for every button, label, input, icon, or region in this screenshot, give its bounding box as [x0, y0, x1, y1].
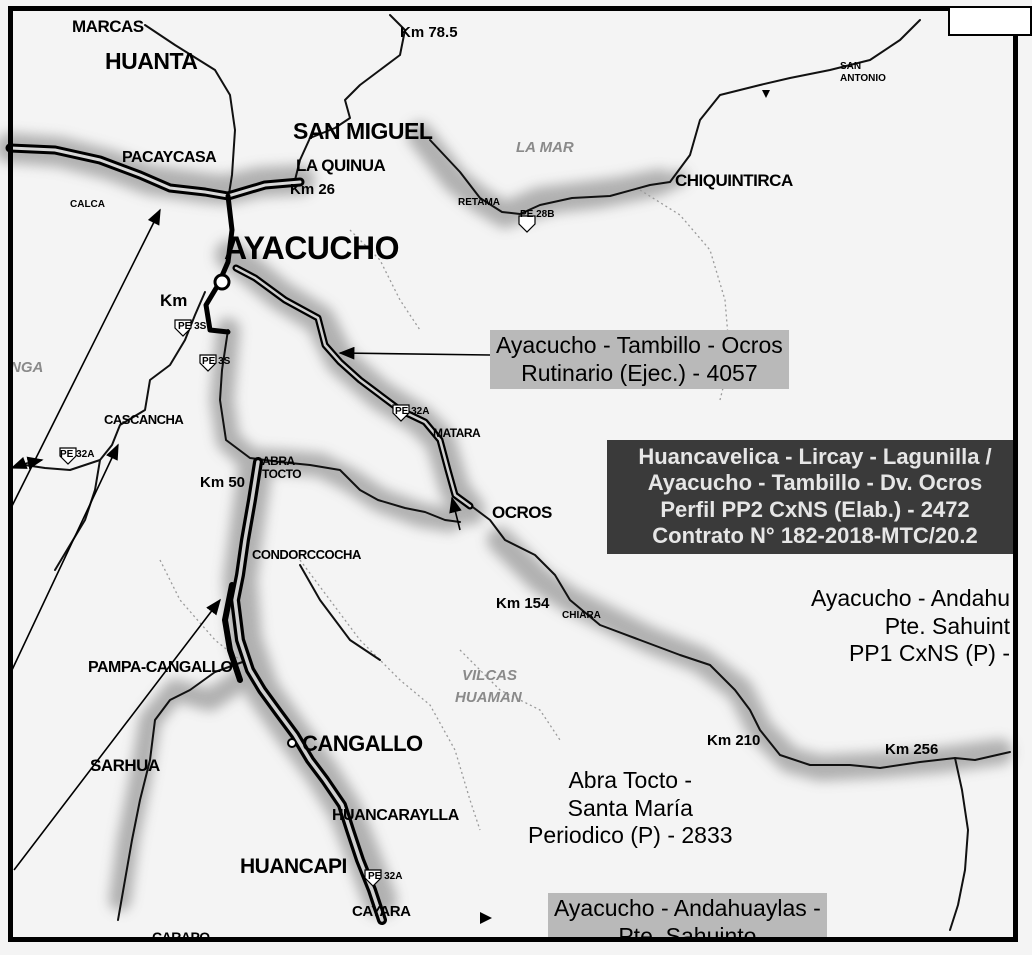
- label-ocros: OCROS: [492, 503, 552, 522]
- label-km-a: Km: [160, 291, 188, 310]
- label-pacaycasa: PACAYCASA: [122, 149, 217, 166]
- annotation-andahuaylas-bottom-line1: Ayacucho - Andahuaylas -: [554, 895, 821, 921]
- label-la-mar: LA MAR: [516, 139, 574, 156]
- label-huaman: HUAMAN: [455, 689, 522, 706]
- label-cangallo: CANGALLO: [302, 731, 423, 756]
- label-pe3s-a: PE 3S: [178, 321, 207, 332]
- label-km-50: Km 50: [200, 474, 246, 491]
- label-sarhua: SARHUA: [90, 756, 160, 775]
- ayacucho-city-marker: [213, 273, 231, 291]
- annotation-abra-tocto-line2: Santa María: [567, 794, 693, 821]
- label-cascancha: CASCANCHA: [104, 412, 184, 427]
- label-huancaraylla: HUANCARAYLLA: [332, 807, 459, 824]
- label-la-quinua: LA QUINUA: [296, 156, 386, 175]
- label-carapo: CARAPO: [152, 929, 210, 945]
- label-km-785: Km 78.5: [400, 24, 458, 41]
- annotation-abra-tocto-line1: Abra Tocto -: [568, 767, 693, 793]
- label-vilcas: VILCAS: [462, 667, 518, 684]
- annotation-huancavelica-line2: Ayacucho - Tambillo - Dv. Ocros: [647, 470, 983, 496]
- label-huanta: HUANTA: [105, 48, 198, 74]
- triangle-marker-b-icon: [762, 90, 770, 98]
- label-km-210: Km 210: [707, 732, 761, 749]
- shield-pe32a-c-icon: [364, 869, 382, 887]
- cangallo-marker: [287, 738, 297, 748]
- shield-pe32a-b-icon: [59, 447, 77, 465]
- road-shields: [59, 215, 536, 887]
- label-pe32a-a: PE 32A: [395, 406, 430, 417]
- label-km-26: Km 26: [290, 181, 336, 198]
- annotation-andahuaylas-right: Ayacucho - Andahu Pte. Sahuint PP1 CxNS …: [800, 585, 1010, 668]
- annotation-andahuaylas-right-line2: Pte. Sahuint: [884, 612, 1010, 639]
- label-chiara: CHIARA: [562, 610, 601, 621]
- annotation-abra-tocto-line3: Periodico (P) - 2833: [528, 822, 733, 849]
- label-pe3s-b: PE 3S: [202, 356, 231, 367]
- label-pe32a-c: PE 32A: [368, 871, 403, 882]
- label-ayacucho: AYACUCHO: [224, 230, 400, 266]
- annotation-andahuaylas-bottom: Ayacucho - Andahuaylas - Pte. Sahuinto: [548, 893, 827, 942]
- label-san: SAN: [840, 61, 862, 72]
- label-km-154: Km 154: [496, 595, 550, 612]
- shield-pe28b-icon: [518, 215, 536, 233]
- label-chiquintirca: CHIQUINTIRCA: [675, 171, 793, 190]
- label-huancapi: HUANCAPI: [240, 855, 347, 878]
- secondary-roads: [24, 14, 1011, 931]
- label-nga: NGA: [10, 359, 44, 376]
- label-retama: RETAMA: [458, 197, 501, 208]
- annotation-huancavelica-line4: Contrato N° 182-2018-MTC/20.2: [652, 523, 978, 549]
- shield-pe3s-icon: [174, 319, 192, 337]
- annotation-andahuaylas-right-line1: Ayacucho - Andahu: [810, 585, 1010, 611]
- label-san-miguel: SAN MIGUEL: [293, 118, 433, 144]
- annotation-andahuaylas-bottom-line2: Pte. Sahuinto: [618, 922, 757, 942]
- annotation-huancavelica: Huancavelica - Lircay - Lagunilla / Ayac…: [607, 440, 1017, 554]
- label-calca: CALCA: [70, 199, 105, 210]
- annotation-tambillo-line2: Rutinario (Ejec.) - 4057: [521, 359, 758, 386]
- annotation-tambillo-line1: Ayacucho - Tambillo - Ocros: [496, 332, 783, 358]
- label-tocto: TOCTO: [262, 467, 302, 481]
- label-condorccocha: CONDORCCOCHA: [252, 547, 361, 562]
- corner-box: [948, 6, 1032, 36]
- annotation-andahuaylas-right-line3: PP1 CxNS (P) -: [848, 640, 1010, 667]
- annotation-huancavelica-line3: Perfil PP2 CxNS (Elab.) - 2472: [660, 496, 970, 522]
- shield-pe32a-icon: [392, 404, 410, 422]
- annotation-tambillo: Ayacucho - Tambillo - Ocros Rutinario (E…: [490, 330, 789, 390]
- label-pe28b: PE 28B: [520, 209, 555, 220]
- annotation-huancavelica-line1: Huancavelica - Lircay - Lagunilla /: [638, 444, 992, 469]
- label-km-256: Km 256: [885, 741, 939, 758]
- label-pampa-cangallo: PAMPA-CANGALLO: [88, 659, 233, 676]
- label-antonio: ANTONIO: [840, 73, 886, 84]
- label-matara: MATARA: [433, 426, 481, 440]
- leader-arrows: [9, 208, 491, 871]
- district-boundaries: [159, 189, 731, 831]
- label-marcas: MARCAS: [72, 17, 144, 36]
- triangle-marker-icon: [480, 912, 492, 924]
- annotation-abra-tocto: Abra Tocto - Santa María Periodico (P) -…: [528, 767, 733, 850]
- main-highways: [5, 143, 474, 925]
- label-abra: ABRA: [262, 454, 295, 468]
- shield-pe3s-b-icon: [199, 354, 217, 372]
- label-pe32a-b: PE 32A: [60, 449, 95, 460]
- label-cayara: CAYARA: [352, 903, 411, 920]
